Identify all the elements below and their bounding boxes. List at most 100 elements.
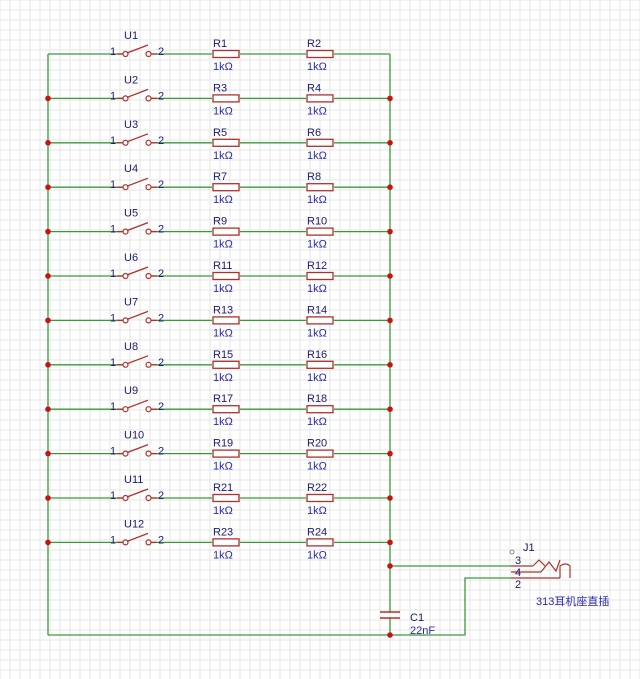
resistor-value: 1kΩ xyxy=(307,549,327,561)
resistor-ref: R6 xyxy=(307,127,321,139)
switch-contact-1 xyxy=(122,139,129,146)
capacitor-ref: C1 xyxy=(410,612,424,624)
resistor-body xyxy=(212,49,240,59)
push-switch[interactable]: U11 1 2 xyxy=(110,474,164,502)
junction-left xyxy=(45,362,51,368)
resistor-left[interactable]: R7 1kΩ xyxy=(212,171,240,206)
junction-right xyxy=(387,228,393,235)
resistor-value: 1kΩ xyxy=(307,283,327,295)
switch-pin-2: 2 xyxy=(158,179,164,191)
headphone-jack-j1[interactable]: J1 3 4 2 313耳机座直插 xyxy=(509,542,609,608)
switch-lever xyxy=(126,355,149,365)
switch-pin-1: 1 xyxy=(110,490,116,502)
switch-pin-1: 1 xyxy=(110,268,116,280)
resistor-ref: R18 xyxy=(307,393,327,405)
switch-lever xyxy=(126,177,149,187)
switch-lever xyxy=(126,399,149,409)
junction-left xyxy=(45,450,51,457)
switch-lever xyxy=(126,532,149,543)
resistor-ref: R12 xyxy=(307,260,327,272)
switch-pin-1: 1 xyxy=(110,46,116,58)
switch-pin-2: 2 xyxy=(158,224,164,236)
resistor-value: 1kΩ xyxy=(307,150,327,162)
jack-spring-contact xyxy=(532,559,546,567)
resistor-right[interactable]: R12 1kΩ xyxy=(306,260,334,295)
switch-ref: U10 xyxy=(124,430,144,442)
switch-contact-2 xyxy=(145,317,152,324)
switch-pin-2: 2 xyxy=(158,401,164,413)
resistor-body xyxy=(306,316,334,325)
jack-sleeve xyxy=(559,563,571,578)
resistor-value: 1kΩ xyxy=(307,239,327,251)
resistor-body xyxy=(306,538,334,547)
resistor-body xyxy=(212,493,240,503)
switch-contact-1 xyxy=(122,406,129,413)
switch-contact-2 xyxy=(145,184,152,191)
resistor-ref: R13 xyxy=(213,304,233,316)
resistor-ref: R16 xyxy=(307,349,327,361)
switch-ref: U11 xyxy=(124,474,143,486)
capacitor-c1[interactable]: C1 22nF xyxy=(380,611,435,637)
junction-left xyxy=(45,95,51,102)
switch-contact-2 xyxy=(145,450,152,457)
resistor-body xyxy=(212,138,240,147)
switch-contact-1 xyxy=(122,228,129,235)
junction-right xyxy=(387,317,393,324)
jack-tip-contact xyxy=(540,559,561,573)
resistor-ref: R5 xyxy=(213,127,227,139)
resistor-right[interactable]: R6 1kΩ xyxy=(306,127,334,162)
resistor-ref: R2 xyxy=(307,38,321,50)
resistor-ref: R15 xyxy=(213,349,233,361)
switch-ref: U3 xyxy=(124,119,138,131)
switch-pin-1: 1 xyxy=(110,312,116,324)
resistor-ref: R7 xyxy=(213,171,227,183)
switch-pin-2: 2 xyxy=(158,490,164,502)
resistor-ref: R10 xyxy=(307,216,327,228)
resistor-right[interactable]: R10 1kΩ xyxy=(306,216,334,251)
jack-pin-4: 4 xyxy=(515,567,521,579)
resistor-value: 1kΩ xyxy=(213,194,233,206)
switch-pin-2: 2 xyxy=(158,90,164,102)
resistor-ref: R14 xyxy=(307,304,327,316)
junction-cap-bottom xyxy=(387,632,393,638)
resistor-body xyxy=(212,360,240,369)
switch-ref: U1 xyxy=(124,30,138,42)
